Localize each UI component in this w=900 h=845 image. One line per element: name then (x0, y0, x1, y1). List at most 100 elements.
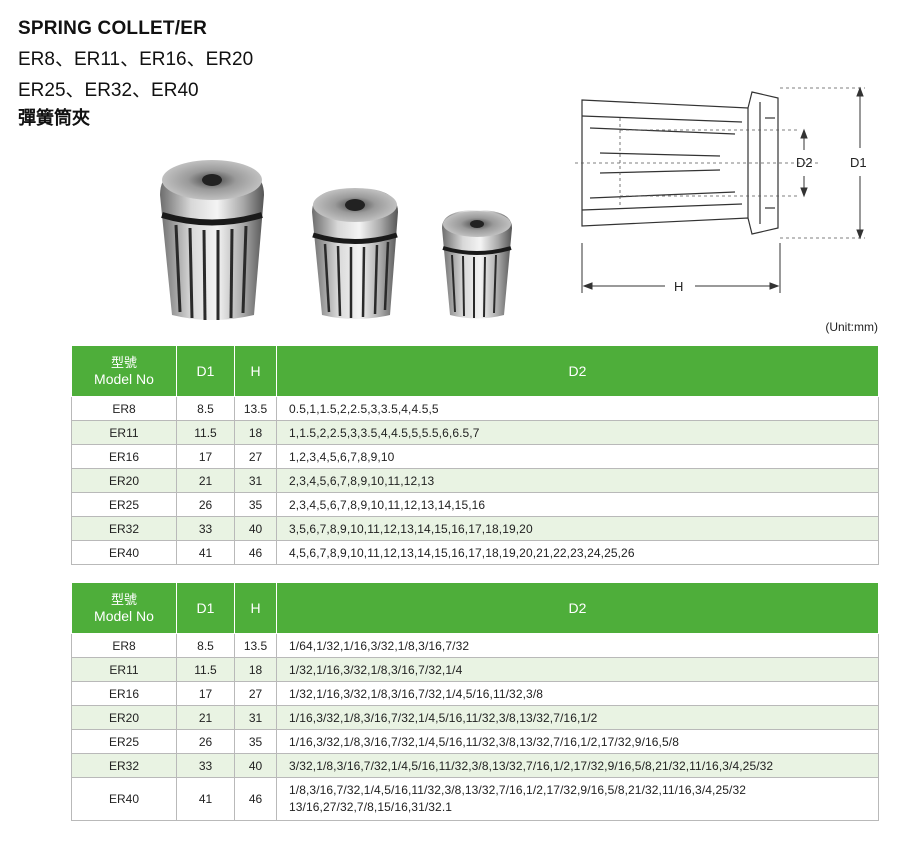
cell-model: ER11 (71, 420, 177, 445)
cell-d2: 1/32,1/16,3/32,1/8,3/16,7/32,1/4 (276, 657, 879, 682)
header-model: 型號 Model No (71, 345, 177, 397)
cell-d1: 11.5 (176, 657, 235, 682)
diagram-label-h: H (674, 279, 683, 294)
cell-model: ER16 (71, 681, 177, 706)
page-title: SPRING COLLET/ER (18, 18, 207, 39)
cell-model: ER25 (71, 729, 177, 754)
cell-d2-line-2: 13/16,27/32,7/8,15/16,31/32.1 (289, 800, 453, 814)
table-row: ER16 17 27 1/32,1/16,3/32,1/8,3/16,7/32,… (71, 681, 879, 706)
cell-d1: 26 (176, 729, 235, 754)
header-model-cn: 型號 (110, 592, 137, 608)
header-h: H (234, 345, 277, 397)
cell-model: ER20 (71, 468, 177, 493)
cell-h: 27 (234, 681, 277, 706)
cell-model: ER32 (71, 516, 177, 541)
table-row: ER8 8.5 13.5 0.5,1,1.5,2,2.5,3,3.5,4,4.5… (71, 396, 879, 421)
table-row: ER32 33 40 3,5,6,7,8,9,10,11,12,13,14,15… (71, 516, 879, 541)
cell-h: 13.5 (234, 633, 277, 658)
model-list-line-1: ER8、ER11、ER16、ER20 (18, 49, 254, 70)
cell-d2-line-1: 1/8,3/16,7/32,1/4,5/16,11/32,3/8,13/32,7… (289, 783, 747, 797)
cell-d1: 17 (176, 444, 235, 469)
cell-d2: 1/16,3/32,1/8,3/16,7/32,1/4,5/16,11/32,3… (276, 729, 879, 754)
cell-model: ER25 (71, 492, 177, 517)
model-list-line-2: ER25、ER32、ER40 (18, 80, 199, 101)
cell-model: ER40 (71, 540, 177, 565)
table-row: ER8 8.5 13.5 1/64,1/32,1/16,3/32,1/8,3/1… (71, 633, 879, 658)
header-h: H (234, 582, 277, 634)
cell-d1: 33 (176, 753, 235, 778)
diagram-label-d2: D2 (796, 155, 813, 170)
table-header-row: 型號 Model No D1 H D2 (71, 345, 879, 397)
cell-h: 13.5 (234, 396, 277, 421)
table-row: ER16 17 27 1,2,3,4,5,6,7,8,9,10 (71, 444, 879, 469)
table-row: ER40 41 46 4,5,6,7,8,9,10,11,12,13,14,15… (71, 540, 879, 565)
header-d2: D2 (276, 345, 879, 397)
table-row: ER20 21 31 2,3,4,5,6,7,8,9,10,11,12,13 (71, 468, 879, 493)
collet-photos (160, 160, 512, 321)
unit-note: (Unit:mm) (825, 320, 878, 334)
cell-d2: 0.5,1,1.5,2,2.5,3,3.5,4,4.5,5 (276, 396, 879, 421)
collet-small-photo (442, 210, 512, 319)
cell-model: ER8 (71, 633, 177, 658)
cell-d1: 8.5 (176, 396, 235, 421)
table-row: ER25 26 35 1/16,3/32,1/8,3/16,7/32,1/4,5… (71, 729, 879, 754)
cell-h: 35 (234, 492, 277, 517)
header-model: 型號 Model No (71, 582, 177, 634)
table-row: ER11 11.5 18 1,1.5,2,2.5,3,3.5,4,4.5,5,5… (71, 420, 879, 445)
inch-spec-table: 型號 Model No D1 H D2 ER8 8.5 13.5 1/64,1/… (71, 582, 879, 821)
cell-d2: 1,2,3,4,5,6,7,8,9,10 (276, 444, 879, 469)
cell-h: 40 (234, 516, 277, 541)
cell-d2: 1/16,3/32,1/8,3/16,7/32,1/4,5/16,11/32,3… (276, 705, 879, 730)
cell-model: ER8 (71, 396, 177, 421)
metric-spec-table: 型號 Model No D1 H D2 ER8 8.5 13.5 0.5,1,1… (71, 345, 879, 565)
cell-d1: 33 (176, 516, 235, 541)
cell-d1: 8.5 (176, 633, 235, 658)
cell-h: 40 (234, 753, 277, 778)
cell-h: 46 (234, 540, 277, 565)
cell-model: ER16 (71, 444, 177, 469)
cell-h: 18 (234, 657, 277, 682)
header-model-en: Model No (94, 607, 154, 624)
collet-medium-photo (312, 188, 398, 319)
cell-model: ER11 (71, 657, 177, 682)
cell-d1: 41 (176, 540, 235, 565)
cell-d2: 1/64,1/32,1/16,3/32,1/8,3/16,7/32 (276, 633, 879, 658)
cell-h: 35 (234, 729, 277, 754)
cell-d1: 26 (176, 492, 235, 517)
cell-h: 46 (234, 777, 277, 821)
header-d1: D1 (176, 582, 235, 634)
cell-h: 31 (234, 705, 277, 730)
header-d1: D1 (176, 345, 235, 397)
table-row: ER11 11.5 18 1/32,1/16,3/32,1/8,3/16,7/3… (71, 657, 879, 682)
cell-model: ER32 (71, 753, 177, 778)
cell-d2: 3,5,6,7,8,9,10,11,12,13,14,15,16,17,18,1… (276, 516, 879, 541)
collet-large-photo (160, 160, 264, 321)
cell-h: 31 (234, 468, 277, 493)
collet-dimension-diagram: D2 D1 H (575, 86, 867, 294)
header-model-cn: 型號 (110, 355, 137, 371)
table-row: ER40 41 46 1/8,3/16,7/32,1/4,5/16,11/32,… (71, 777, 879, 821)
table-row: ER25 26 35 2,3,4,5,6,7,8,9,10,11,12,13,1… (71, 492, 879, 517)
cell-d2: 1/8,3/16,7/32,1/4,5/16,11/32,3/8,13/32,7… (276, 777, 879, 821)
cell-d1: 41 (176, 777, 235, 821)
header-model-en: Model No (94, 370, 154, 387)
cell-d1: 21 (176, 705, 235, 730)
cell-d1: 11.5 (176, 420, 235, 445)
cell-h: 18 (234, 420, 277, 445)
cell-model: ER20 (71, 705, 177, 730)
cell-d2: 3/32,1/8,3/16,7/32,1/4,5/16,11/32,3/8,13… (276, 753, 879, 778)
title-block: SPRING COLLET/ER ER8、ER11、ER16、ER20 ER25… (18, 18, 253, 130)
cell-d2: 4,5,6,7,8,9,10,11,12,13,14,15,16,17,18,1… (276, 540, 879, 565)
table-row: ER32 33 40 3/32,1/8,3/16,7/32,1/4,5/16,1… (71, 753, 879, 778)
diagram-label-d1: D1 (850, 155, 867, 170)
cell-d1: 21 (176, 468, 235, 493)
cell-model: ER40 (71, 777, 177, 821)
table-row: ER20 21 31 1/16,3/32,1/8,3/16,7/32,1/4,5… (71, 705, 879, 730)
cell-d2: 2,3,4,5,6,7,8,9,10,11,12,13 (276, 468, 879, 493)
cell-d2: 2,3,4,5,6,7,8,9,10,11,12,13,14,15,16 (276, 492, 879, 517)
cell-h: 27 (234, 444, 277, 469)
table-header-row: 型號 Model No D1 H D2 (71, 582, 879, 634)
page-title-chinese: 彈簧筒夾 (18, 108, 90, 129)
cell-d2: 1,1.5,2,2.5,3,3.5,4,4.5,5,5.5,6,6.5,7 (276, 420, 879, 445)
cell-d1: 17 (176, 681, 235, 706)
